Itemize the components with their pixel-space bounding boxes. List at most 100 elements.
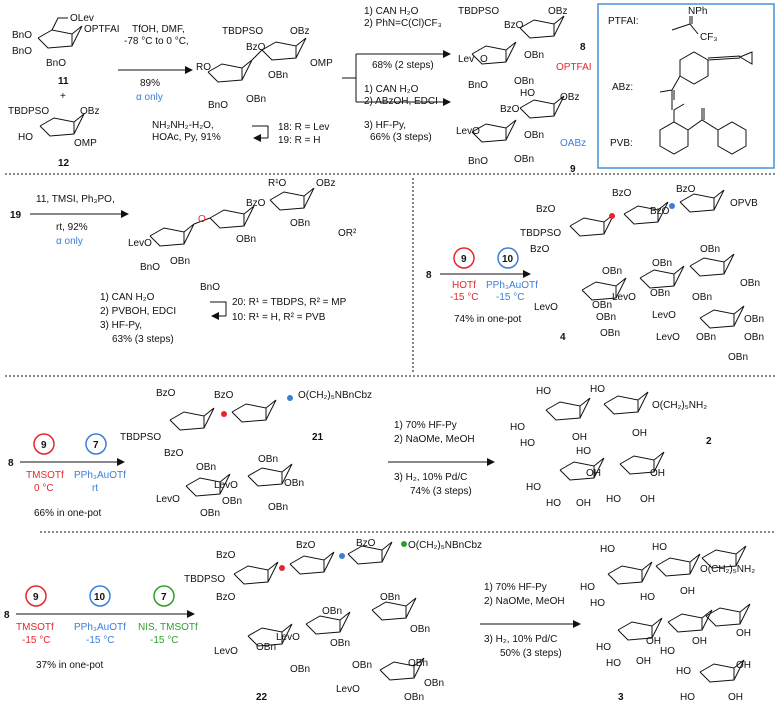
p3-temp-10: -15 °C [496,292,524,303]
p1-alpha-only: α only [136,92,163,103]
p3-label-11: LevO [534,302,558,313]
p3-label-8: OBn [652,258,672,269]
p5-label-3: TBDPSO [184,574,225,585]
p5-temp-10: -15 °C [86,635,114,646]
p5-prod-16: OH [728,692,743,703]
p4-step-1: 1) 70% HF-Py [394,420,457,431]
c9-label-1: OBz [560,92,579,103]
p5-prod-14: OH [736,660,751,671]
compound-2-number: 2 [706,436,712,447]
p3-label-5: TBDPSO [520,228,561,239]
c9-oabz: OABz [560,138,586,149]
p1-upper-2: 2) PhN=C(Cl)CF₃ [364,18,442,29]
p3-label-13: OBn [650,288,670,299]
p2-reagent-1: 11, TMSI, Ph₃PO, [36,194,115,205]
c9-label-5: BnO [468,156,488,167]
p5-prod-11: OH [692,636,707,647]
p5-prod-4: HO [640,592,655,603]
p3-label-22: LevO [656,332,680,343]
p5-prod-8: HO [606,658,621,669]
p4-label-1: BzO [214,390,234,401]
p4-prod-6: OH [632,428,647,439]
p5-prod-6: HO [596,642,611,653]
p1-lower-3: 3) HF-Py, [364,120,406,131]
p5-cond-10: PPh₃AuOTf [74,622,126,633]
p4-label-9: LevO [214,480,238,491]
p4-label-8: OBn [284,478,304,489]
ptfai-structure [671,16,699,35]
c8-label-6: BnO [468,80,488,91]
p5-label-15: OBn [408,658,428,669]
p1-reagent-1: TfOH, DMF, [132,24,185,35]
compound-22-number: 22 [256,692,268,703]
p3-label-21: OBn [728,352,748,363]
p4-prod-2: HO [510,422,525,433]
p4-label-10: OBn [200,508,220,519]
p5-donor-7-label: 7 [161,592,167,603]
p4-donor-7-label: 7 [93,440,99,451]
compound-4-structure: BzO BzO BzO OPVB BzO TBDPSO BzO OBn OBn … [520,184,764,363]
compound-11-number: 11 [58,76,69,87]
p5-label-1: BzO [356,538,376,549]
p4-prod-4: OH [572,432,587,443]
p5-label-17: OBn [404,692,424,703]
p4-temp-7: rt [92,483,98,494]
p4-label-11: OBn [268,502,288,513]
p3-label-0: BzO [612,188,632,199]
p5-yield: 37% in one-pot [36,660,103,671]
donor-9-badge-p4: 9 [33,433,55,455]
p4-prod-8: HO [526,482,541,493]
p4-yield: 66% in one-pot [34,508,101,519]
p4-label-3: BzO [164,448,184,459]
p1-r19: 19: R = H [278,135,321,146]
c8-optfai: OPTFAI [556,62,592,73]
p5-compound-8: 8 [4,610,10,621]
p4-prod-3: HO [520,438,535,449]
disaccharide-18-structure: TBDPSO OBz BzO RO OBn OMP BnO OBn [196,26,333,111]
p3-label-23: OBn [744,332,764,343]
p4-prod-5: HO [576,446,591,457]
p4-donor-9-label: 9 [41,440,47,451]
p3-compound-8: 8 [426,270,432,281]
p3-label-7: OBn [602,266,622,277]
trisaccharide-20-structure: R¹O OBz BzO LevO OBn OBn BnO OBn BnO OR²… [128,178,357,293]
p1-reagent-3: NH₂NH₂-H₂O, [152,120,214,131]
p3-label-2: BzO [536,204,556,215]
p5-label-10: OBn [330,638,350,649]
deprotect-arrow [252,125,269,138]
p2-label-1: OBz [316,178,335,189]
p5-step-4: 50% (3 steps) [500,648,562,659]
p1-upper-1: 1) CAN H₂O [364,6,419,17]
donor-7-badge-p4: 7 [85,433,107,455]
p1-upper-3: 68% (2 steps) [372,60,434,71]
p5-label-2: BzO [216,550,236,561]
pvb-structure [659,100,747,155]
compound-12-structure: TBDPSO OBz HO OMP [8,106,99,149]
p3-label-16: OBn [740,278,760,289]
p2-label-3: LevO [128,238,152,249]
p5-cond-7: NIS, TMSOTf [138,622,198,633]
p3-label-4: BzO [650,206,670,217]
p4-label-6: LevO [156,494,180,505]
p5-label-8: OBn [256,642,276,653]
fork-arrow [342,54,357,102]
p4-prod-1: HO [590,384,605,395]
legend-nph: NPh [688,6,707,17]
cpd11-label-4: OPTFAI [84,24,120,35]
p2-reagent-2: rt, 92% [56,222,88,233]
c8-label-7: OBn [514,76,534,87]
c9-label-6: OBn [514,154,534,165]
p3-cond-10: PPh₃AuOTf [486,280,538,291]
cpd12-label-1: OBz [80,106,99,117]
p4-prod-0: HO [536,386,551,397]
p5-label-5: OBn [322,606,342,617]
p5-donor-10-label: 10 [94,592,106,603]
p2-label-0: R¹O [268,178,287,189]
p3-cond-9: HOTf [452,280,476,291]
p3-yield: 74% in one-pot [454,314,521,325]
p5-label-16: OBn [424,678,444,689]
c9-label-0: HO [520,88,535,99]
p2-step-2: 2) PVBOH, EDCI [100,306,176,317]
p5-donor-9-label: 9 [33,592,39,603]
p2-label-6: BnO [140,262,160,273]
